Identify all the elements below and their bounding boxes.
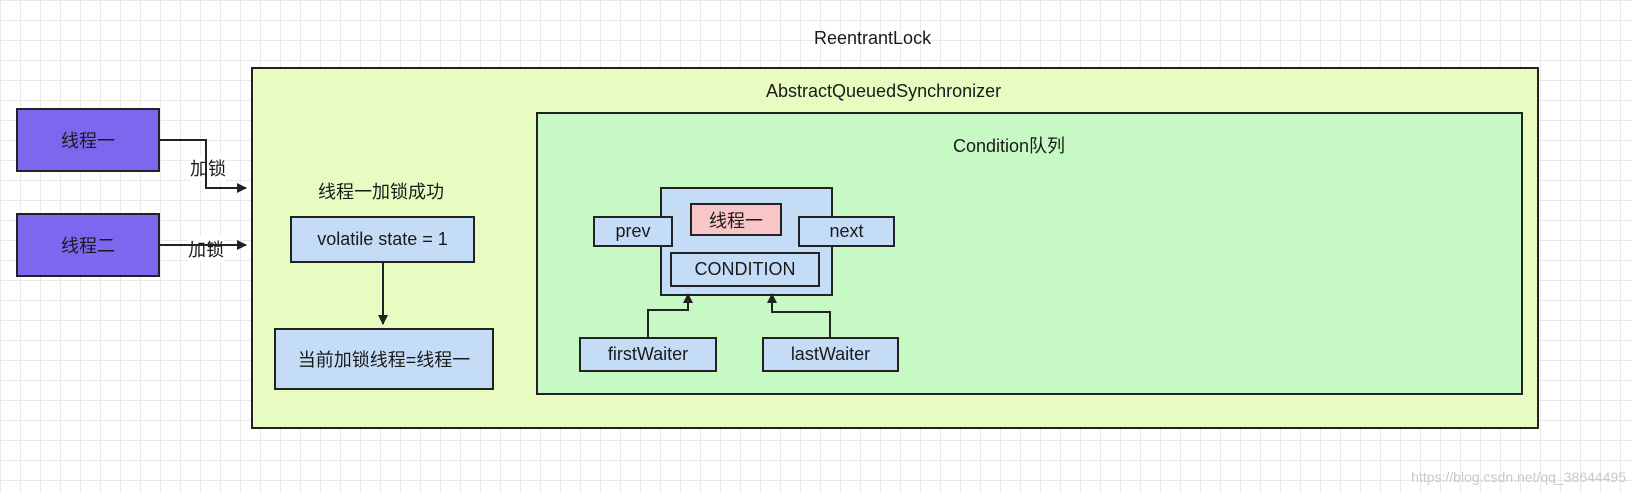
node-thread-label: 线程一 — [709, 210, 763, 231]
current-lock-holder-box: 当前加锁线程=线程一 — [274, 328, 494, 390]
node-thread-box: 线程一 — [690, 203, 782, 236]
node-wait-status-box: CONDITION — [670, 252, 820, 287]
lock-label-thread-two: 加锁 — [188, 236, 224, 262]
thread-two-box: 线程二 — [16, 213, 160, 277]
next-pointer-box: next — [798, 216, 895, 247]
aqs-label: AbstractQueuedSynchronizer — [766, 81, 1002, 101]
current-lock-holder-label: 当前加锁线程=线程一 — [297, 350, 471, 370]
first-waiter-label: firstWaiter — [607, 344, 689, 364]
last-waiter-label: lastWaiter — [790, 344, 871, 364]
lock-success-caption: 线程一加锁成功 — [318, 182, 444, 202]
first-waiter-box: firstWaiter — [579, 337, 717, 372]
prev-pointer-box: prev — [593, 216, 673, 247]
last-waiter-box: lastWaiter — [762, 337, 899, 372]
watermark: https://blog.csdn.net/qq_38644495 — [1411, 469, 1626, 485]
thread-one-box: 线程一 — [16, 108, 160, 172]
condition-queue-label: Condition队列 — [953, 136, 1066, 156]
lock-label-thread-one: 加锁 — [190, 155, 226, 181]
diagram-title: ReentrantLock — [814, 28, 932, 48]
thread-one-label: 线程一 — [61, 131, 115, 151]
node-wait-status-label: CONDITION — [694, 259, 796, 279]
thread-two-label: 线程二 — [61, 236, 115, 256]
volatile-state-label: volatile state = 1 — [317, 229, 448, 249]
next-pointer-label: next — [829, 221, 864, 241]
volatile-state-box: volatile state = 1 — [290, 216, 475, 263]
prev-pointer-label: prev — [615, 221, 651, 241]
